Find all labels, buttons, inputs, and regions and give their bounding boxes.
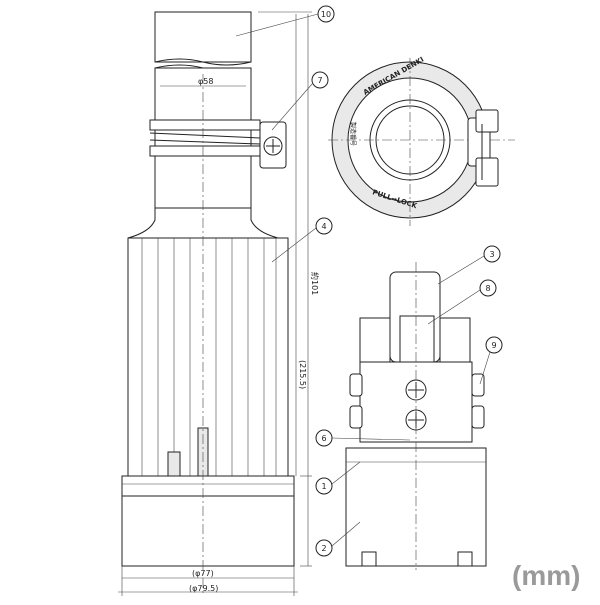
total-length-label: (215.5) xyxy=(298,360,307,389)
callout-1 xyxy=(315,477,333,495)
bolt-left-2 xyxy=(349,405,363,429)
plug-base xyxy=(121,495,295,567)
serial-mark: 製造番号 xyxy=(349,122,357,146)
latch-top xyxy=(475,109,499,133)
latch-bottom xyxy=(475,157,499,187)
side-block-right xyxy=(439,317,471,363)
bolt-right-2 xyxy=(471,405,485,429)
body-dia-label: (φ77) xyxy=(192,569,214,578)
pipe-dia-label: φ58 xyxy=(198,77,213,86)
clamp-band-top xyxy=(149,119,261,131)
top-view: AMERICAN DENKI PULL→LOCK 製造番号 xyxy=(328,56,515,226)
foot-right xyxy=(457,551,473,567)
svg-text:9: 9 xyxy=(491,341,496,350)
bolt-right-1 xyxy=(471,373,485,397)
side-view: φ58 xyxy=(118,11,320,596)
callout-3 xyxy=(483,245,501,263)
unit-label: (mm) xyxy=(512,560,581,591)
callout-4 xyxy=(315,217,333,235)
body-ribs xyxy=(141,238,277,476)
svg-text:8: 8 xyxy=(485,284,490,293)
callout-6 xyxy=(315,429,333,447)
svg-text:7: 7 xyxy=(317,76,322,85)
cable-break xyxy=(154,58,252,66)
clamp-screw xyxy=(263,136,283,156)
callout-2 xyxy=(315,539,333,557)
body-collar xyxy=(121,475,295,497)
body-tab-left xyxy=(167,451,181,479)
foot-left xyxy=(361,551,377,567)
outer-dia-label: (φ79.5) xyxy=(189,584,218,593)
svg-text:4: 4 xyxy=(321,222,326,231)
svg-text:1: 1 xyxy=(321,482,326,491)
svg-text:6: 6 xyxy=(321,434,326,443)
svg-text:3: 3 xyxy=(489,250,494,259)
callout-8 xyxy=(479,279,497,297)
svg-text:10: 10 xyxy=(321,10,331,19)
side-block-left xyxy=(359,317,391,363)
front-view xyxy=(345,262,487,570)
clamp-band-bottom xyxy=(149,145,261,157)
callout-7 xyxy=(311,71,329,89)
callout-10 xyxy=(317,5,335,23)
plug-length-label: 約101 xyxy=(310,272,320,295)
cable-top xyxy=(154,11,252,63)
svg-text:2: 2 xyxy=(321,544,326,553)
callouts: 10 7 4 3 8 9 6 1 2 xyxy=(235,5,503,557)
bolt-left-1 xyxy=(349,373,363,397)
clamp-wire xyxy=(149,132,261,145)
callout-9 xyxy=(485,336,503,354)
